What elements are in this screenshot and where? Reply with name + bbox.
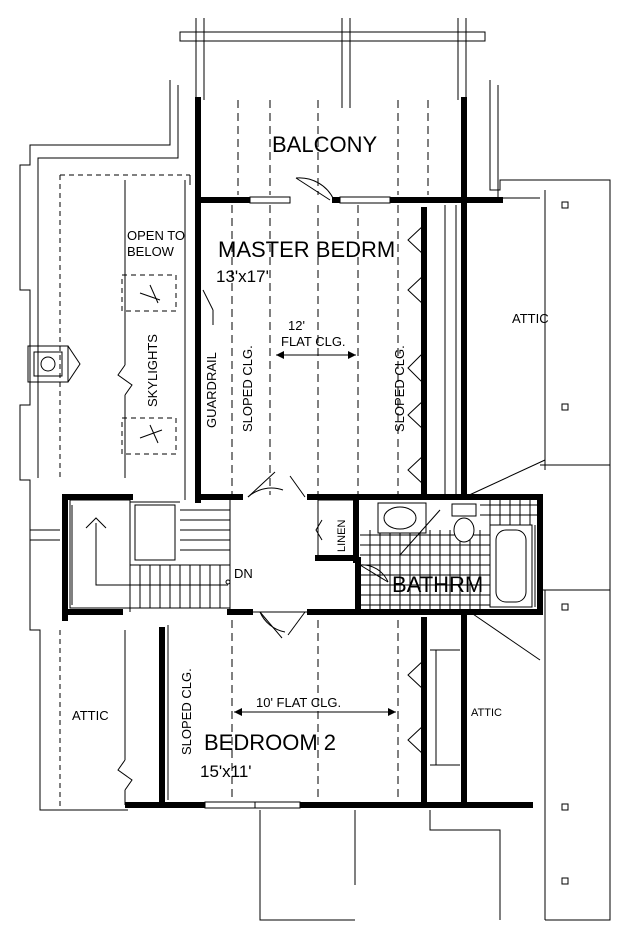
hall <box>227 471 433 639</box>
balcony-railing <box>179 18 486 108</box>
master-bedroom-label: MASTER BEDRM <box>218 237 395 262</box>
roof-vents <box>561 201 569 885</box>
balcony-label: BALCONY <box>272 132 377 157</box>
master-bedroom-size: 13'x17' <box>216 267 269 286</box>
open-to-below-area <box>59 174 191 478</box>
bathroom <box>355 459 546 615</box>
guardrail-label: GUARDRAIL <box>204 352 219 428</box>
open-to-below-label-1: OPEN TO <box>127 228 185 243</box>
sloped-ceiling-left-label: SLOPED CLG. <box>240 345 255 432</box>
bedroom2-label: BEDROOM 2 <box>204 730 336 755</box>
sloped-ceiling-right-label: SLOPED CLG. <box>392 345 407 432</box>
balcony-walls <box>195 97 467 203</box>
bedroom2-walls <box>59 609 546 810</box>
roof-outline <box>19 80 611 921</box>
sloped-ceiling-bedroom2-label: SLOPED CLG. <box>179 668 194 755</box>
stair-area <box>30 478 231 621</box>
bathroom-floor-tile <box>360 500 540 610</box>
master-bedroom-walls <box>195 177 503 503</box>
attic-right-label: ATTIC <box>512 311 549 326</box>
chimney <box>27 345 81 383</box>
skylights-label: SKYLIGHTS <box>145 334 160 407</box>
flat-ceiling-bedroom2-label: 10' FLAT CLG. <box>256 695 341 710</box>
attic-left-label: ATTIC <box>72 708 109 723</box>
linen-label: LINEN <box>336 520 348 552</box>
open-to-below-label-2: BELOW <box>127 244 175 259</box>
flat-ceiling-master-label-2: FLAT CLG. <box>281 334 346 349</box>
bathroom-label: BATHRM <box>392 572 483 597</box>
flat-ceiling-master-label-1: 12' <box>288 318 305 333</box>
attic-small-label: ATTIC <box>471 707 502 719</box>
bedroom2-size: 15'x11' <box>200 762 252 781</box>
down-label: DN <box>234 566 253 581</box>
